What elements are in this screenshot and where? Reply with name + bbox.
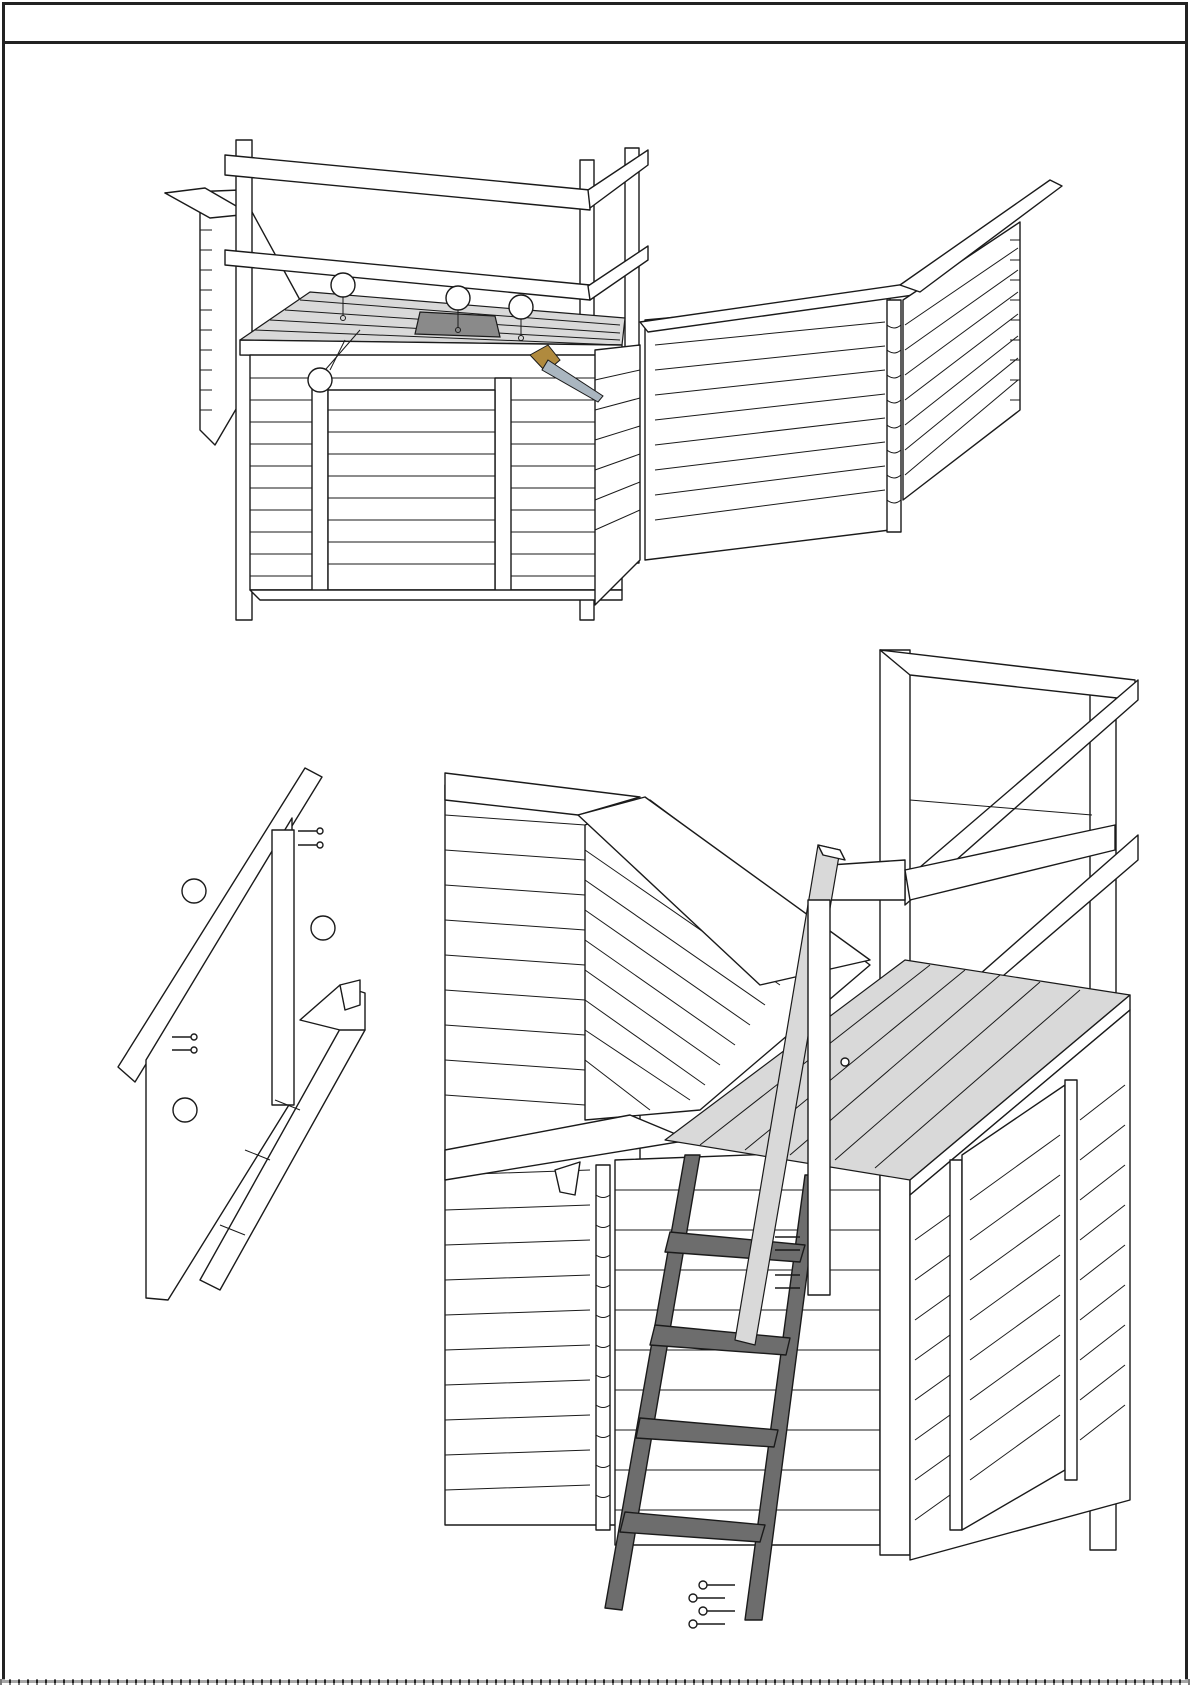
- notched-corner: [887, 300, 901, 532]
- door-post-left: [312, 375, 328, 593]
- door-post-right: [495, 378, 511, 593]
- right-wall: [645, 298, 890, 560]
- bottom-edge-ticks: [0, 1679, 1192, 1685]
- upper-assembly-view: [0, 0, 1192, 640]
- upper-rail: [225, 155, 590, 210]
- door-panel: [328, 390, 495, 590]
